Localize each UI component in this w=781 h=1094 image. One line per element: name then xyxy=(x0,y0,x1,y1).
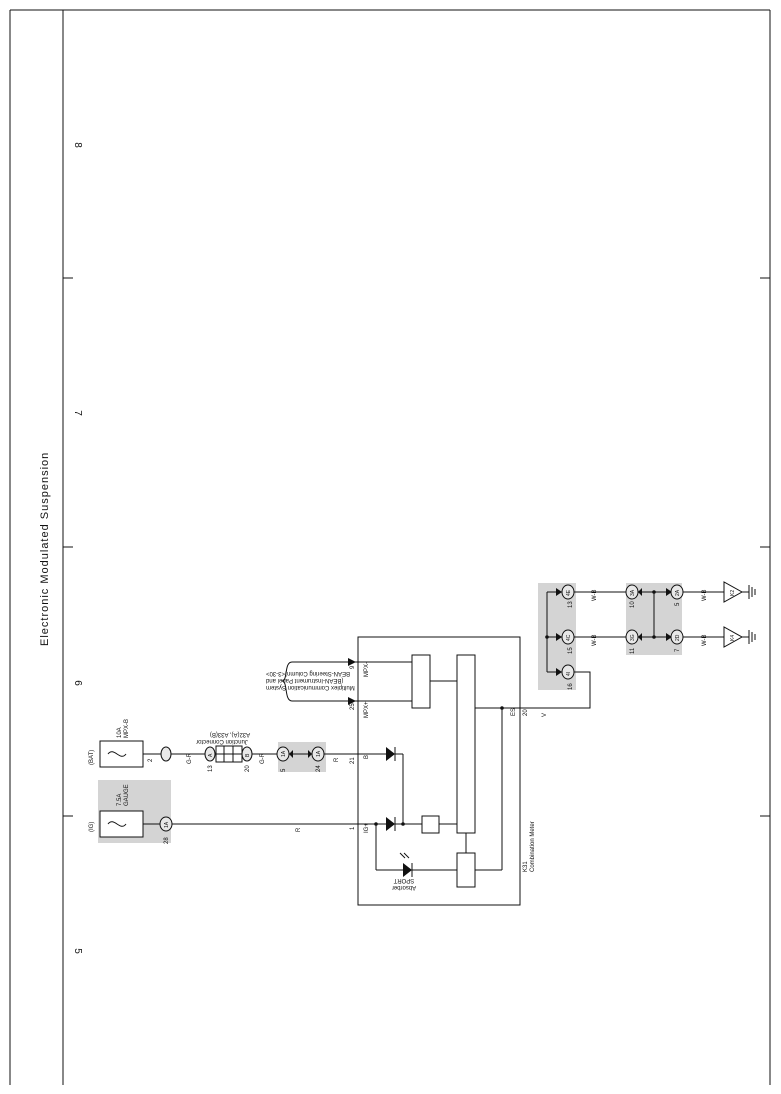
fuse-gauge xyxy=(99,810,173,838)
ground-a-conn-2: 4C xyxy=(566,634,572,641)
junction-pin-b-conn: 1A xyxy=(316,750,322,757)
fuse-mpx-b-name: MPX-B xyxy=(124,719,130,738)
wire-v: V xyxy=(542,713,548,717)
ground-b-pin-1: 11 xyxy=(630,647,636,654)
ground-connector-b xyxy=(625,584,684,645)
fuse-gauge-connector: 1A xyxy=(164,821,170,828)
ground-a-conn-3: 4E xyxy=(566,589,572,596)
wire-gr-1: G-R xyxy=(187,752,193,764)
fuse-mpx-b-rating: 10A xyxy=(117,727,123,738)
ground-point-k4-label: K4 xyxy=(730,635,736,641)
junction-pin-a: 5 xyxy=(281,768,287,772)
ground-point-k4 xyxy=(723,626,756,648)
ground-b-pin-2: 10 xyxy=(630,601,636,608)
meter-pin-b: 21 xyxy=(350,757,356,764)
wire-wb-1: W-B xyxy=(592,634,598,646)
fuse-gauge-pin: 28 xyxy=(164,837,170,844)
junction-pin-right: 20 xyxy=(245,765,251,772)
fuse-gauge-rating: 7.5A xyxy=(117,794,123,806)
junction-connector xyxy=(204,745,253,763)
ig-label: (IG) xyxy=(89,822,95,832)
wire-r-1: R xyxy=(334,757,340,762)
ground-a-pin-2: 15 xyxy=(568,647,574,654)
ground-connector-a xyxy=(545,584,575,680)
meter-pin-ig: 1 xyxy=(350,826,356,830)
grid-number-6: 6 xyxy=(72,680,83,686)
ground-c-pin-1: 7 xyxy=(675,648,681,652)
meter-desc: Combination Meter xyxy=(530,821,536,872)
ground-a-pin-3: 13 xyxy=(568,601,574,608)
wire-gr-2: G-R xyxy=(260,752,266,764)
mpx-note-line-3: BEAN-Steering Column)<3-30> xyxy=(266,670,351,676)
mpx-note-line-2: (BEAN-Instrument Panel and xyxy=(266,677,343,683)
junction-pin-a-conn: 1A xyxy=(281,750,287,757)
indicator-label-1: Absorber xyxy=(392,884,416,890)
wire-wb-4: W-B xyxy=(702,589,708,601)
fuse-mpx-b xyxy=(99,740,172,768)
ground-c-conn-2: 2A xyxy=(675,589,681,596)
fuse-mpx-b-pin: 2 xyxy=(148,758,154,762)
meter-label-ig: IG+ xyxy=(364,823,370,833)
mpx-note-line-1: Multiplex Communication System xyxy=(266,684,355,690)
ground-c-pin-2: 5 xyxy=(675,602,681,606)
meter-label-mpxp: MPX+ xyxy=(364,701,370,718)
junction-name: Junction Connector xyxy=(196,738,248,744)
junction-pin-left: 13 xyxy=(208,765,214,772)
indicator-label-2: SPORT xyxy=(393,877,414,883)
ground-a-conn-1: 4I xyxy=(566,672,572,676)
wire-r-2: R xyxy=(296,827,302,832)
grid-number-7: 7 xyxy=(72,410,83,416)
meter-name: K31 xyxy=(523,861,529,872)
wire-wb-3: W-B xyxy=(702,634,708,646)
junction-pin-right-conn: B xyxy=(245,753,251,757)
ground-a-pin-1: 16 xyxy=(568,683,574,690)
ground-b-conn-2: 3A xyxy=(630,589,636,596)
ground-b-conn-1: 3G xyxy=(630,634,636,641)
ground-point-k2-label: K2 xyxy=(730,590,736,596)
wire-wb-2: W-B xyxy=(592,589,598,601)
junction-pin-left-conn: A xyxy=(208,753,214,757)
junction-connectors: A32(A), A33(B) xyxy=(210,731,250,737)
fuse-gauge-name: GAUGE xyxy=(124,784,130,806)
meter-label-mpxm: MPX- xyxy=(364,662,370,677)
meter-label-b: B xyxy=(364,755,370,759)
meter-label-es: ES xyxy=(511,708,517,716)
combination-meter xyxy=(357,636,521,906)
ground-c-conn-1: 2D xyxy=(675,634,681,641)
ground-point-k2 xyxy=(723,581,756,603)
grid-number-8: 8 xyxy=(72,142,83,148)
meter-pin-mpxm: 9 xyxy=(350,665,356,669)
page-frame xyxy=(9,9,771,1085)
page-title: Electronic Modulated Suspension xyxy=(39,452,51,646)
connector-1a-pair xyxy=(276,746,325,762)
junction-pin-b: 24 xyxy=(316,765,322,772)
meter-pin-mpxp: 25 xyxy=(350,703,356,710)
mpx-bus xyxy=(281,658,358,705)
bat-label: (BAT) xyxy=(89,750,95,765)
grid-number-5: 5 xyxy=(72,948,83,954)
meter-pin-es: 20 xyxy=(523,709,529,716)
